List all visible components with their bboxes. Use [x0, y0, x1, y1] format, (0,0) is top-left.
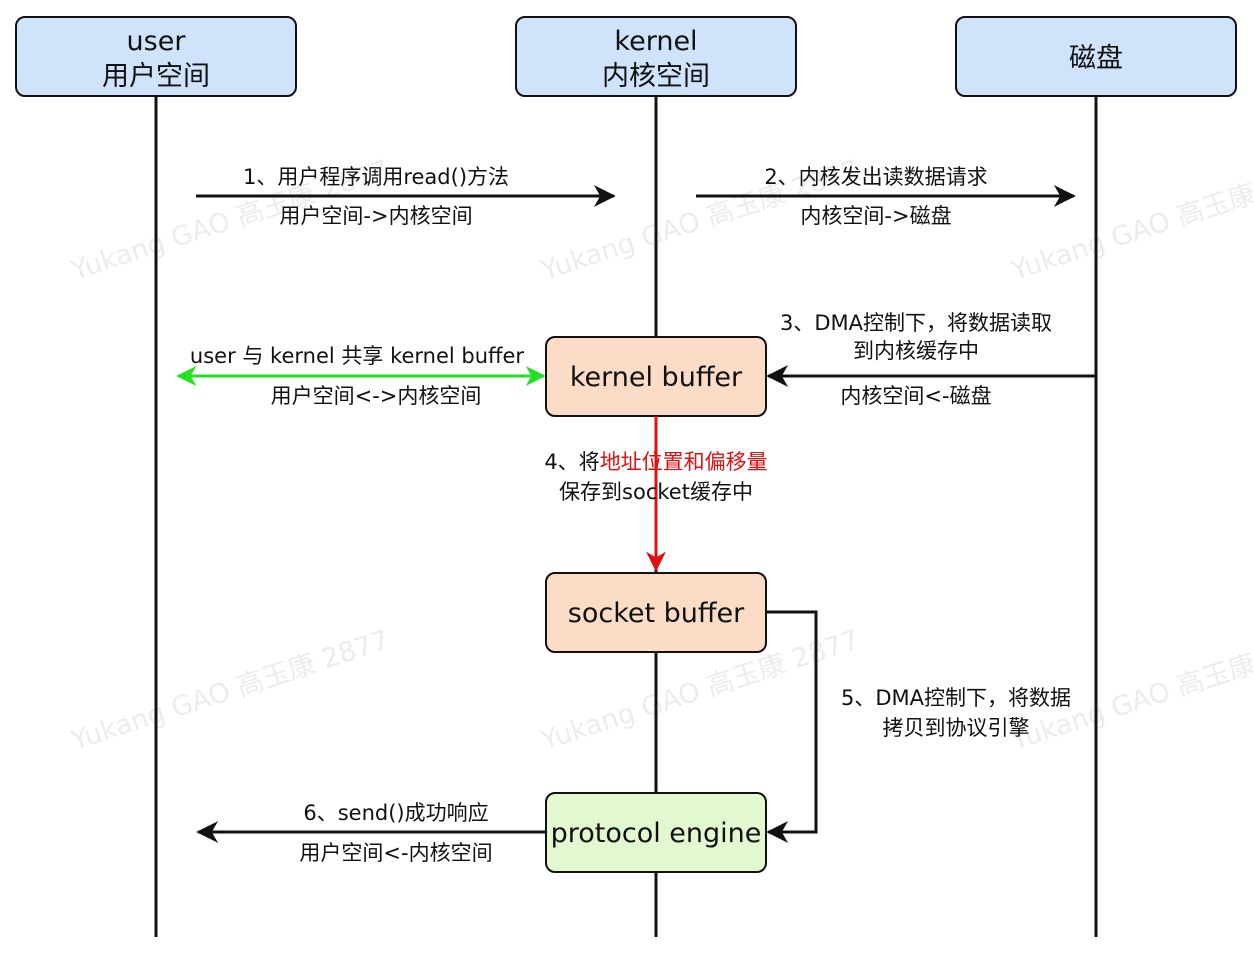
kernel-header-box [515, 16, 797, 97]
step5-label-line1: 5、DMA控制下，将数据 [841, 686, 1071, 710]
disk-header-box [955, 16, 1237, 97]
step2-sublabel: 内核空间->磁盘 [800, 204, 951, 228]
protocol-engine-label: protocol engine [551, 818, 762, 849]
step3-label-line2: 到内核缓存中 [853, 339, 979, 363]
step6-sublabel: 用户空间<-内核空间 [299, 841, 492, 865]
disk-header-label: 磁盘 [1069, 43, 1123, 74]
kernel-buffer-label: kernel buffer [570, 362, 743, 393]
step5-label-line2: 拷贝到协议引擎 [883, 716, 1030, 740]
step6-label: 6、send()成功响应 [303, 801, 488, 825]
step5-arrow [766, 610, 818, 843]
user-header-label: user [127, 26, 187, 57]
kernel-header: kernel 内核空间 [515, 16, 797, 97]
socket-buffer: socket buffer [545, 572, 767, 653]
shared-sublabel: 用户空间<->内核空间 [271, 384, 482, 408]
kernel-buffer: kernel buffer [545, 336, 767, 417]
step4-prefix: 4、将 [544, 450, 599, 474]
kernel-header-sublabel: 内核空间 [602, 61, 710, 92]
step4-label-line1: 4、将地址位置和偏移量 [544, 450, 767, 474]
shared-label: user 与 kernel 共享 kernel buffer [190, 344, 525, 368]
step3-sublabel: 内核空间<-磁盘 [840, 384, 991, 408]
user-header-sublabel: 用户空间 [102, 61, 210, 92]
step1-label: 1、用户程序调用read()方法 [243, 165, 509, 189]
user-header-box [15, 16, 297, 97]
watermark: Yukang GAO 高玉康 2877 [1007, 155, 1254, 287]
disk-header: 磁盘 [955, 16, 1237, 97]
step3-label-line1: 3、DMA控制下，将数据读取 [780, 311, 1052, 335]
socket-buffer-label: socket buffer [568, 598, 745, 629]
protocol-engine: protocol engine [545, 792, 767, 873]
user-header: user 用户空间 [15, 16, 297, 97]
kernel-header-label: kernel [614, 26, 697, 57]
step4-label-line2: 保存到socket缓存中 [559, 480, 753, 504]
step2-label: 2、内核发出读数据请求 [764, 165, 987, 189]
watermark: Yukang GAO 高玉康 2877 [67, 625, 393, 757]
step1-sublabel: 用户空间->内核空间 [279, 204, 472, 228]
step4-highlight: 地址位置和偏移量 [600, 450, 768, 474]
